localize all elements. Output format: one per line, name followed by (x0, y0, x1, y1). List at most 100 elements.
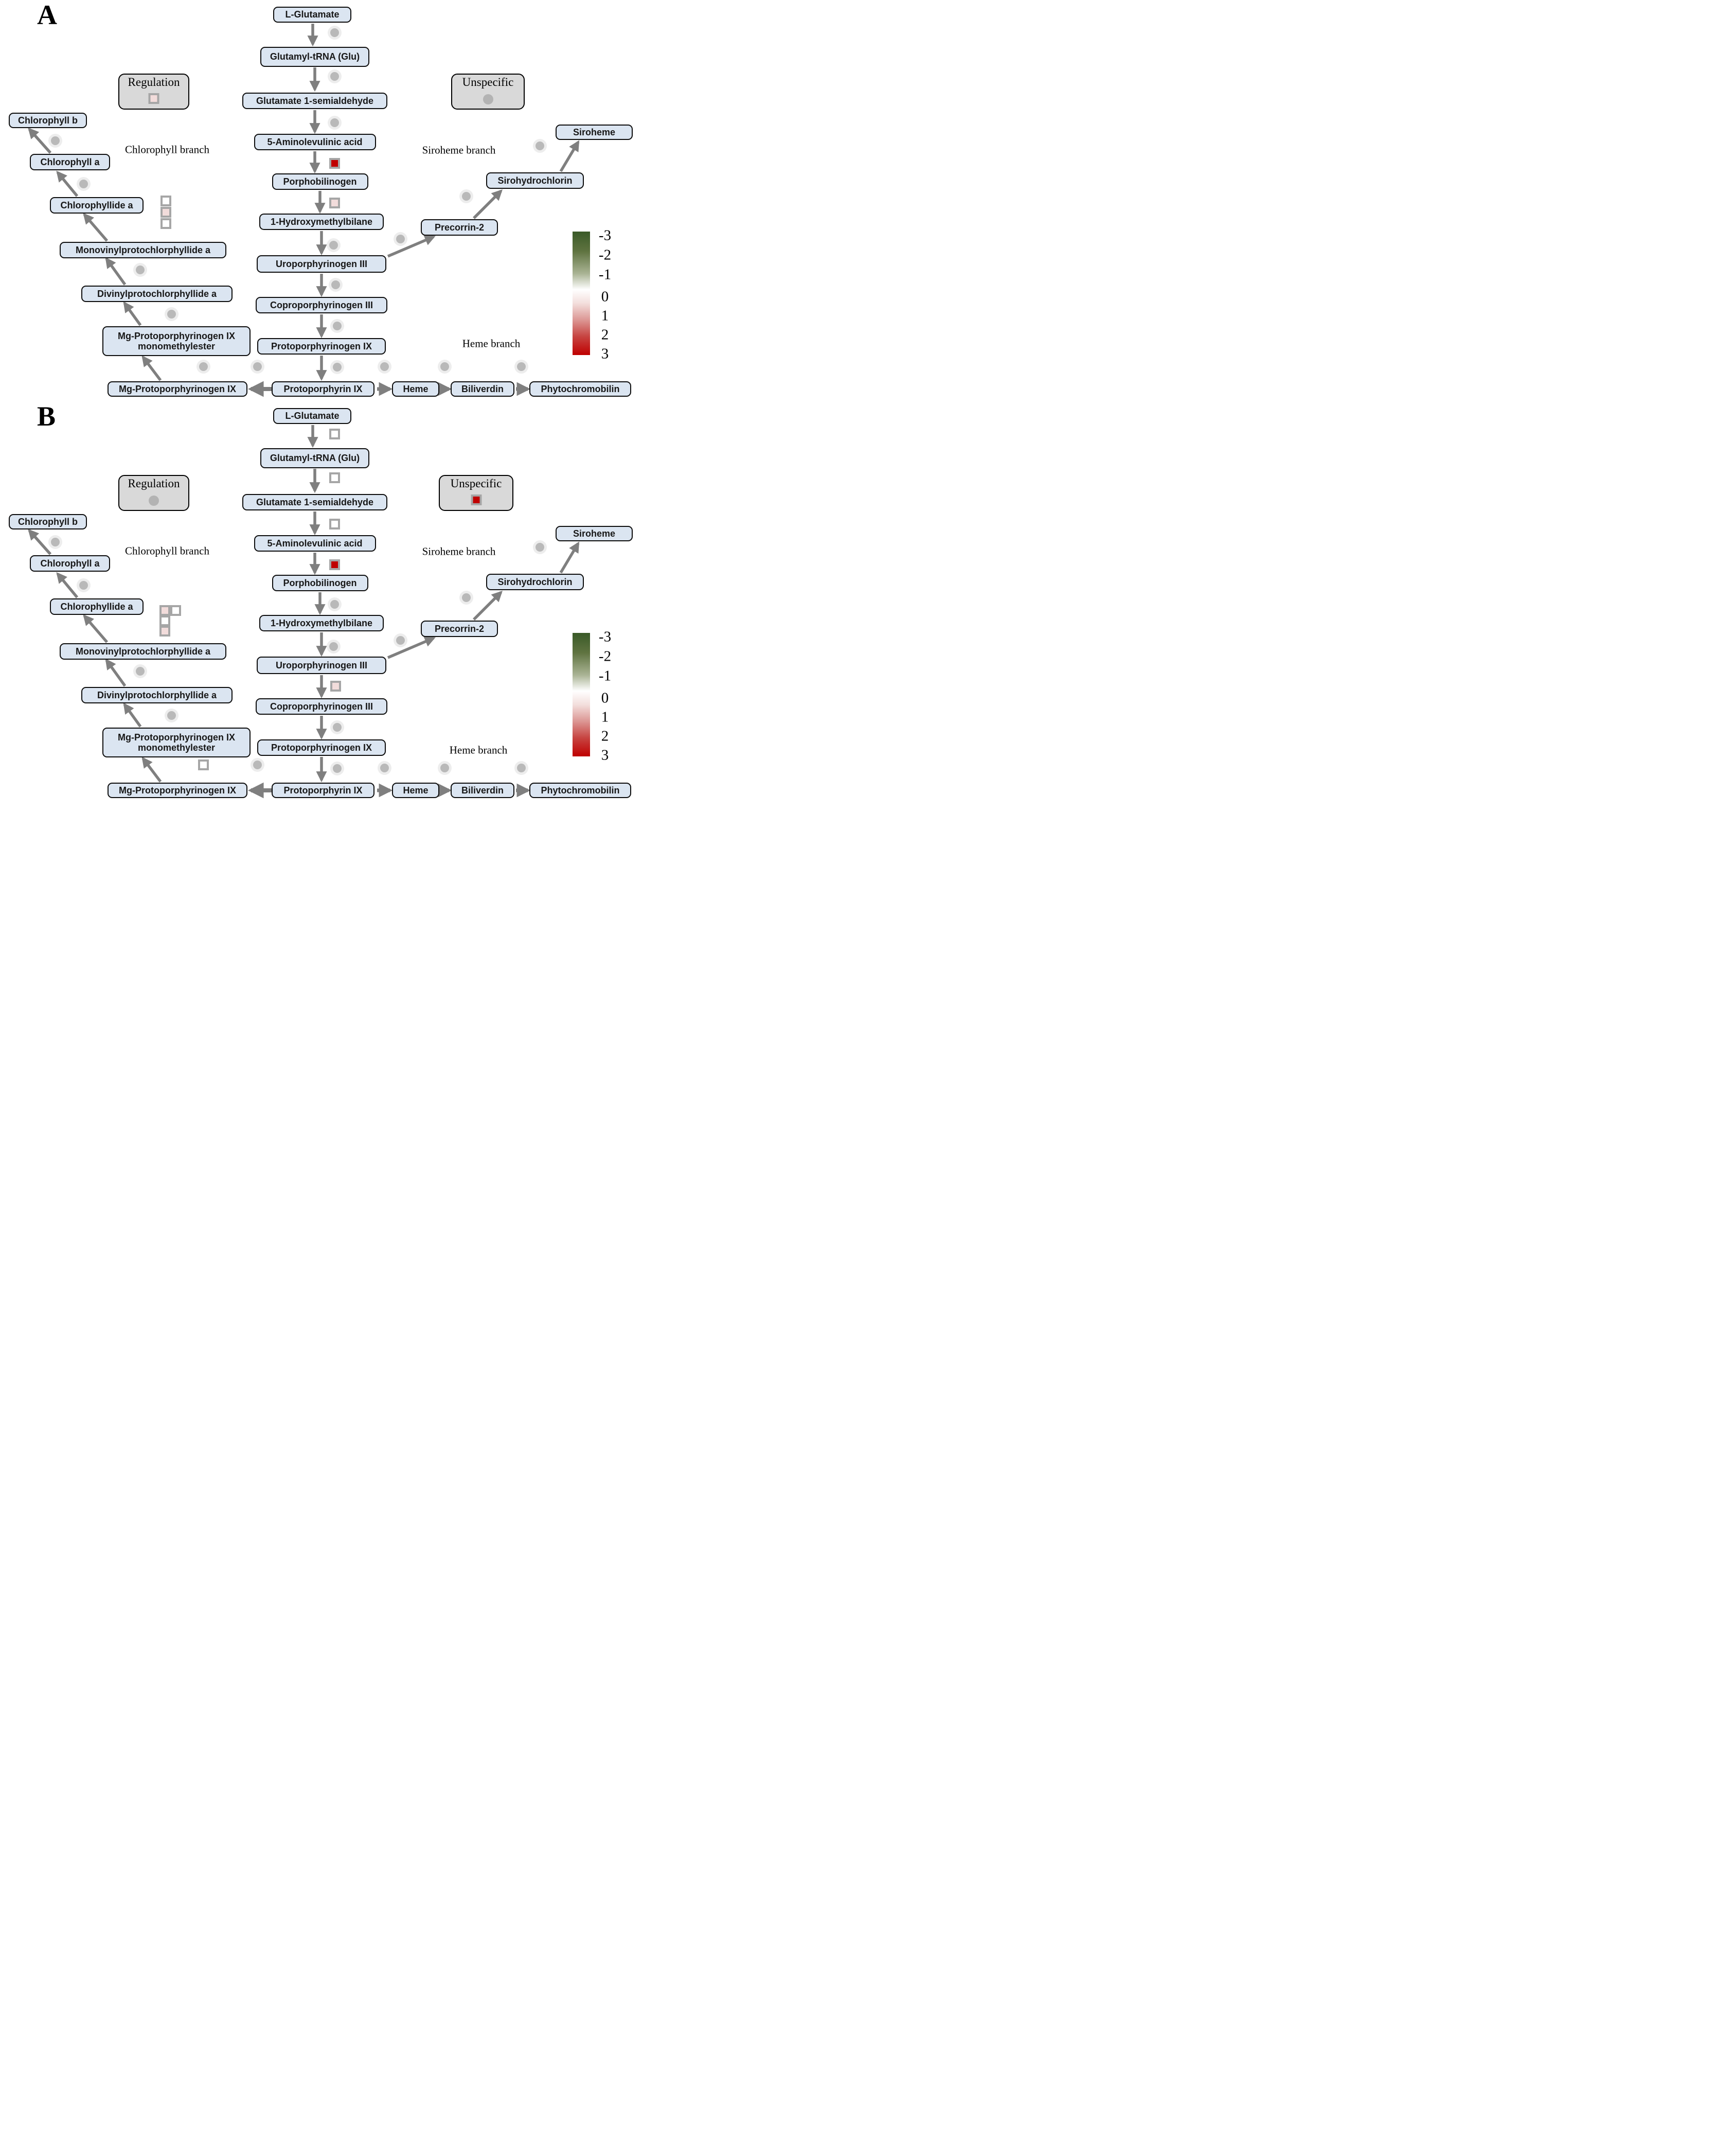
node-label: Porphobilinogen (283, 176, 357, 187)
legend-unspecific: Unspecific (451, 74, 525, 110)
node-uroporphyrinogen-iii: Uroporphyrinogen III (257, 255, 386, 273)
unspecific-circle-marker (135, 265, 145, 274)
arrow (473, 189, 503, 219)
node-label: Siroheme (573, 127, 616, 137)
node-divinylprotochlorphyllide-a: Divinylprotochlorphyllide a (81, 286, 233, 302)
regulation-square-marker (160, 218, 171, 229)
unspecific-circle-marker (332, 362, 342, 372)
node-monovinylprotochlorphyllide-a: Monovinylprotochlorphyllide a (60, 242, 226, 258)
arrows-layer-b (28, 425, 580, 799)
panel-letter-b: B (37, 401, 56, 432)
node-porphobilinogen: Porphobilinogen (272, 575, 368, 591)
node-protoporphyrinogen-ix: Protoporphyrinogen IX (257, 739, 386, 756)
legend-regulation-label: Regulation (128, 76, 180, 89)
unspecific-circle-marker (330, 118, 339, 127)
node-label: monomethylester (137, 341, 216, 351)
node-5-aminolevulinic-acid: 5-Aminolevulinic acid (254, 535, 376, 552)
node-precorrin-2: Precorrin-2 (421, 621, 498, 637)
unspecific-circle-marker (50, 537, 60, 546)
color-scale-tick-3: -3 (598, 227, 612, 244)
color-scale-tick-2: 2 (601, 728, 609, 745)
color-scale-tick-0: 0 (601, 288, 609, 305)
legend-regulation: Regulation (118, 74, 189, 110)
color-scale-tick-1: 1 (601, 709, 609, 726)
node-label: Monovinylprotochlorphyllide a (75, 646, 210, 657)
arrows-layer-a (28, 24, 580, 397)
arrow (123, 301, 142, 326)
unspecific-circle-marker (199, 362, 208, 371)
legend-unspecific: Unspecific (439, 475, 513, 511)
node-protoporphyrin-ix: Protoporphyrin IX (272, 381, 374, 397)
node-mg-protoporphyrinogen-ix: Mg-Protoporphyrinogen IX (108, 783, 247, 798)
node-label: Glutamyl-tRNA (Glu) (270, 51, 360, 62)
node-label: Mg-Protoporphyrinogen IX (119, 383, 236, 394)
unspecific-circle-marker (50, 136, 60, 145)
unspecific-circle-marker (167, 309, 176, 319)
node-1-hydroxymethylbilane: 1-Hydroxymethylbilane (259, 214, 384, 230)
unspecific-circle-marker (330, 72, 339, 81)
unspecific-circle-marker (79, 580, 88, 590)
unspecific-circle-marker (440, 763, 449, 772)
color-scale-tick-0: 0 (601, 690, 609, 706)
branch-label-siroheme-branch: Siroheme branch (422, 545, 496, 558)
node-label: Protoporphyrinogen IX (271, 742, 372, 753)
arrow (83, 213, 109, 242)
node-label: Sirohydrochlorin (497, 175, 573, 186)
color-scale-bar (573, 232, 590, 355)
node-precorrin-2: Precorrin-2 (421, 219, 498, 236)
unspecific-circle-marker (461, 191, 471, 201)
node-coproporphyrinogen-iii: Coproporphyrinogen III (256, 698, 387, 715)
unspecific-circle-marker (331, 280, 340, 289)
node-label: Protoporphyrinogen IX (271, 341, 372, 351)
regulation-square-marker (159, 615, 170, 626)
node-phytochromobilin: Phytochromobilin (529, 783, 631, 798)
color-scale-tick-3: 3 (601, 345, 609, 362)
arrow (83, 614, 109, 643)
arrow (141, 756, 162, 783)
node-l-glutamate: L-Glutamate (273, 408, 351, 424)
node-l-glutamate: L-Glutamate (273, 6, 351, 23)
node-label: Heme (403, 785, 429, 796)
node-glutamate-1-semialdehyde: Glutamate 1-semialdehyde (242, 93, 387, 109)
unspecific-circle-marker (253, 760, 262, 769)
arrow (105, 257, 127, 286)
legend-unspecific-label: Unspecific (450, 477, 502, 490)
regulation-square-marker (329, 428, 340, 439)
unspecific-circle-marker (167, 711, 176, 720)
node-label: 1-Hydroxymethylbilane (270, 617, 373, 628)
node-1-hydroxymethylbilane: 1-Hydroxymethylbilane (259, 615, 384, 631)
color-scale-tick-3: 3 (601, 747, 609, 764)
node-phytochromobilin: Phytochromobilin (529, 381, 631, 397)
node-siroheme: Siroheme (556, 526, 633, 541)
node-label: Biliverdin (461, 785, 504, 796)
node-chlorophyllide-a: Chlorophyllide a (50, 598, 144, 615)
unspecific-circle-marker (461, 593, 471, 602)
node-label: Glutamyl-tRNA (Glu) (270, 452, 360, 463)
node-protoporphyrinogen-ix: Protoporphyrinogen IX (257, 338, 386, 355)
node-sirohydrochlorin: Sirohydrochlorin (486, 172, 584, 189)
node-heme: Heme (392, 783, 439, 798)
unspecific-circle-marker (332, 321, 342, 330)
node-label: Mg-Protoporphyrinogen IX (118, 732, 235, 743)
regulation-square-marker (329, 472, 340, 483)
unspecific-circle-marker (396, 234, 405, 243)
unspecific-circle-marker (535, 542, 544, 552)
node-chlorophyll-a: Chlorophyll a (30, 555, 110, 572)
node-label: Siroheme (573, 528, 616, 539)
unspecific-circle-marker (329, 642, 338, 651)
unspecific-circle-marker (332, 722, 342, 732)
node-chlorophyllide-a: Chlorophyllide a (50, 197, 144, 214)
node-label: Chlorophyll a (40, 156, 100, 167)
color-scale-bar (573, 633, 590, 756)
node-label: Chlorophyll b (18, 516, 78, 527)
arrow (56, 572, 79, 598)
unspecific-circle-marker (135, 666, 145, 676)
node-label: Chlorophyll b (18, 115, 78, 126)
node-chlorophyll-b: Chlorophyll b (9, 113, 87, 128)
node-label: Uroporphyrinogen III (276, 258, 367, 269)
node-biliverdin: Biliverdin (451, 783, 514, 798)
node-label: Uroporphyrinogen III (276, 660, 367, 670)
node-label: L-Glutamate (285, 9, 340, 20)
